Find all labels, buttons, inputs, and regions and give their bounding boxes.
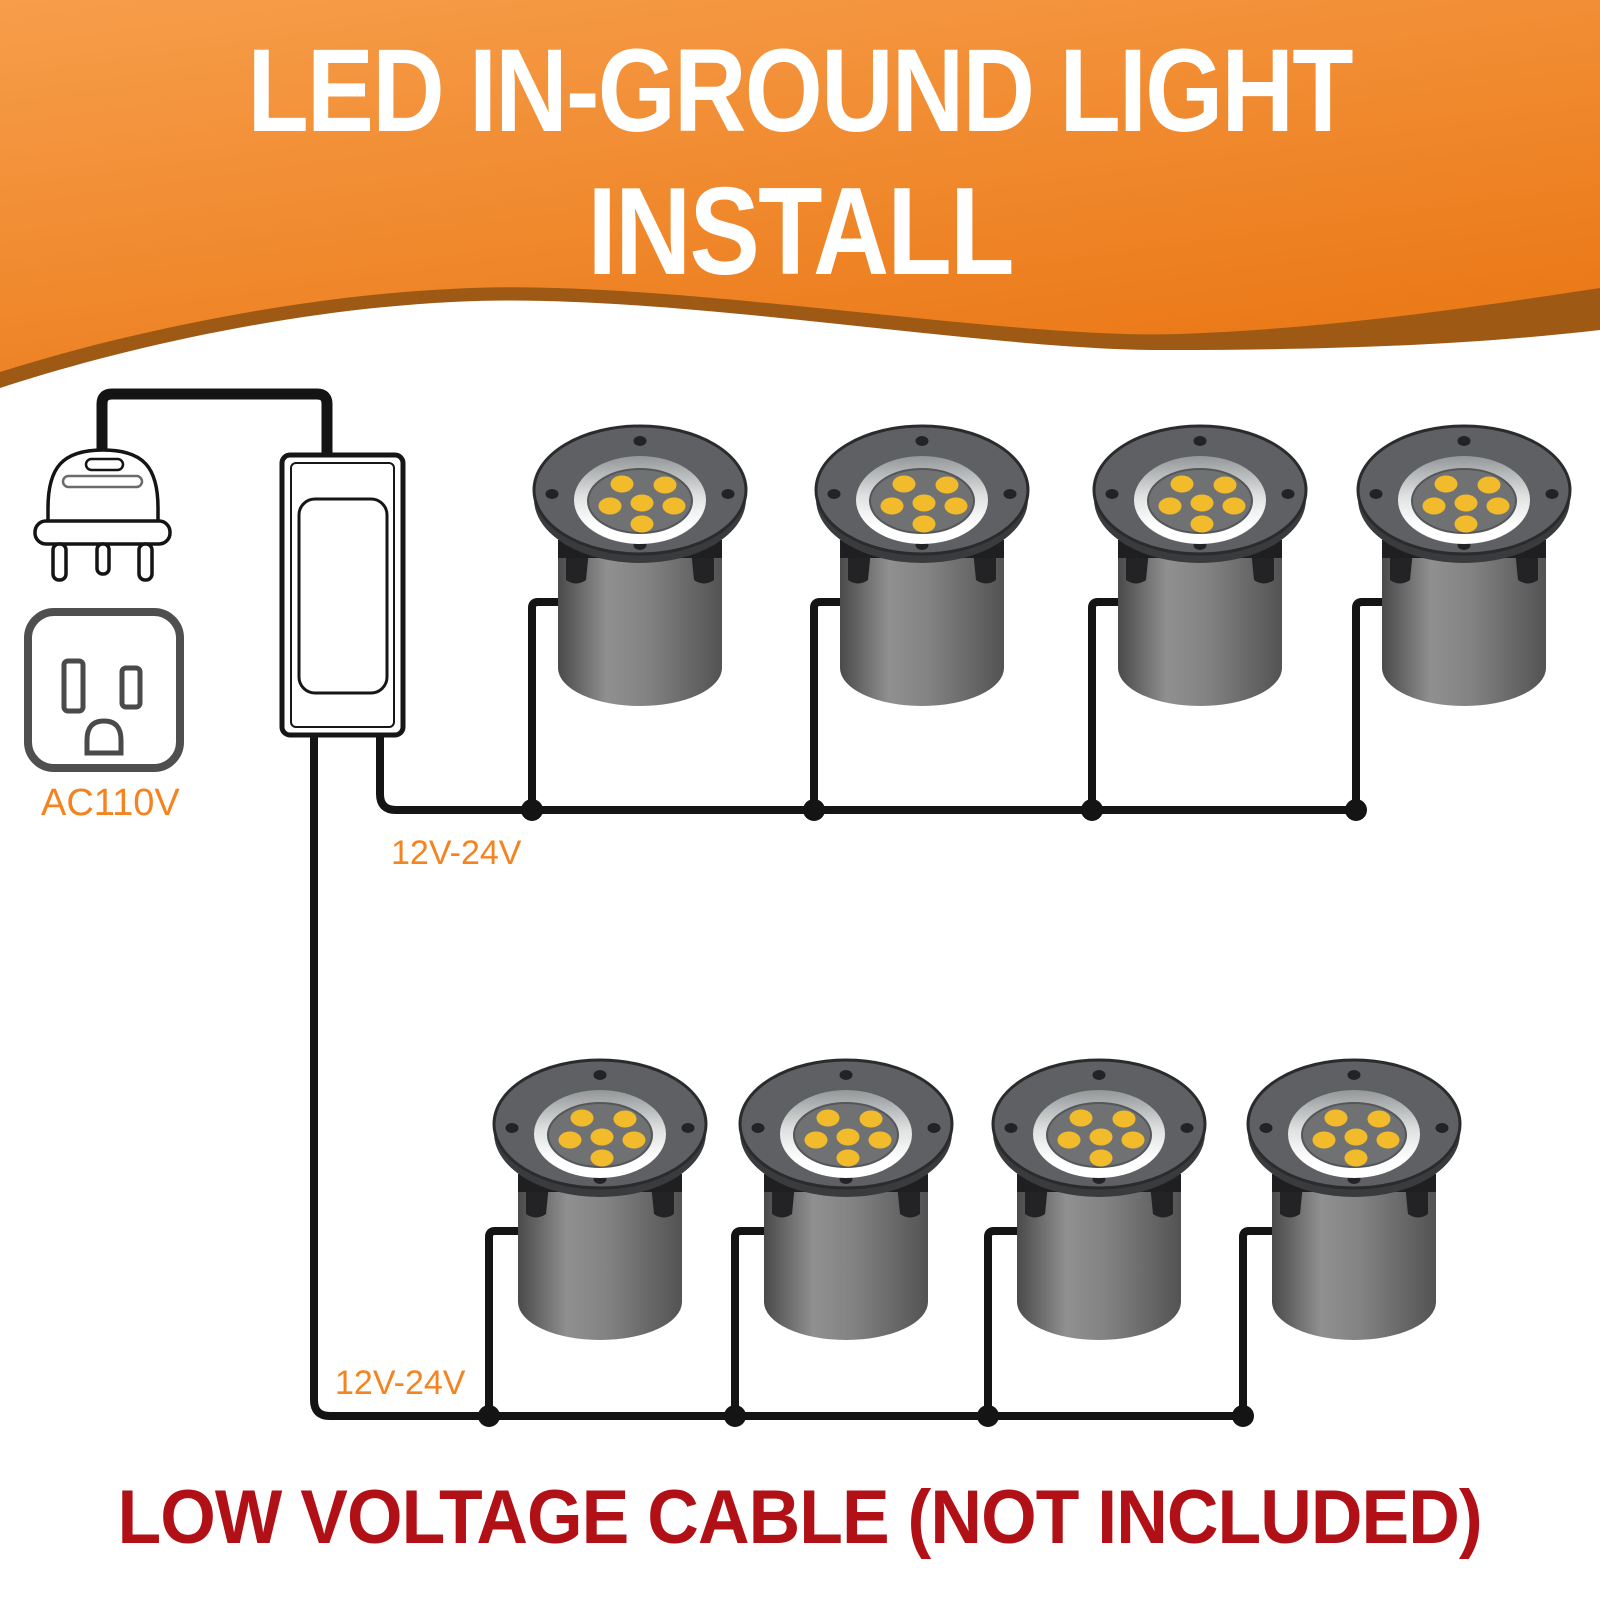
bottom-run-lights [492,1058,1462,1342]
plug-icon [33,448,172,582]
banner [0,0,1600,372]
bottom-run-voltage-label: 12V-24V [335,1364,466,1402]
light-drop-wire [810,598,841,810]
light-drop-wire [984,1227,1018,1416]
junction-dot [478,1405,500,1427]
light-drop-wire [1239,1227,1273,1416]
page-title-line2: INSTALL [0,170,1600,294]
junction-dot [724,1405,746,1427]
junction-dot [1345,799,1367,821]
junction-dot [521,799,543,821]
wiring [96,388,1383,1420]
junction-dot [803,799,825,821]
junction-dot [977,1405,999,1427]
transformer-case-inner [290,462,395,728]
inground-light-5 [492,1058,708,1342]
light-drop-wire [1352,598,1383,810]
page-title-line2-text: INSTALL [587,163,1014,301]
plug-prong [137,542,154,582]
low-voltage-wire-top-run [376,733,1356,814]
plug-vent-slot-small [84,457,125,472]
outlet-ground-hole [84,718,124,756]
light-drop-wire [485,1227,519,1416]
inground-light-2 [814,424,1030,708]
transformer-icon [279,452,406,738]
inground-light-3 [1092,424,1308,708]
light-drop-wire [731,1227,765,1416]
plug-prong [51,542,68,582]
outlet-plate [24,608,184,772]
junction-dot [1081,799,1103,821]
inground-light-7 [991,1058,1207,1342]
wire-junctions [478,799,1367,1427]
plug-base [33,519,172,546]
outlet-icon [24,608,184,772]
top-run-lights [532,424,1572,708]
plug-vent-slot-wide [61,474,144,489]
light-drop-wire [1088,598,1119,810]
footer-note: LOW VOLTAGE CABLE (NOT INCLUDED) [0,1474,1600,1561]
page-title-line1: LED IN-GROUND LIGHT [0,32,1600,150]
top-run-voltage-label: 12V-24V [391,834,522,872]
inground-light-8 [1246,1058,1462,1342]
low-voltage-wire-bottom-run [310,733,1243,1420]
outlet-voltage-label: AC110V [41,782,180,824]
page-title-line1-text: LED IN-GROUND LIGHT [247,25,1354,157]
inground-light-1 [532,424,748,708]
inground-light-4 [1356,424,1572,708]
transformer-label-window [297,497,389,695]
power-cord-wire [96,388,333,455]
plug-prong [95,542,111,576]
junction-dot [1232,1405,1254,1427]
outlet-slot-right [119,665,143,710]
footer-note-text: LOW VOLTAGE CABLE (NOT INCLUDED) [117,1475,1483,1560]
outlet-slot-left [61,658,86,714]
inground-light-6 [738,1058,954,1342]
light-drop-wire [528,598,559,810]
